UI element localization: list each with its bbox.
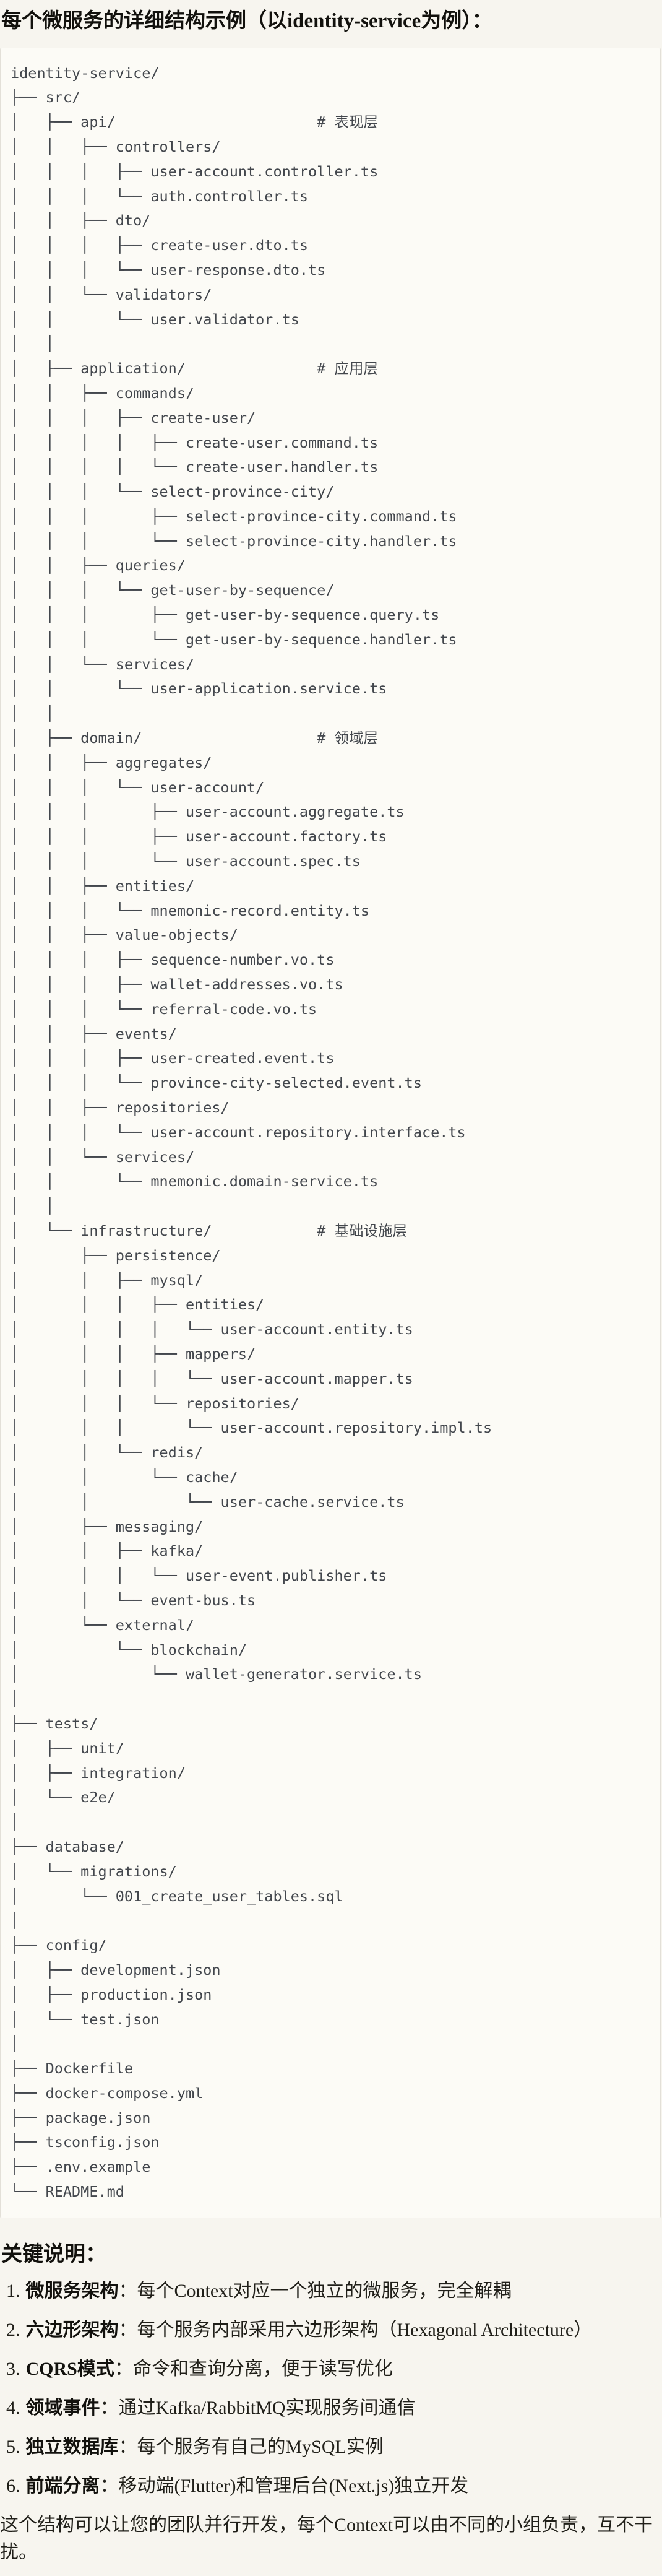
note-description: 每个服务有自己的MySQL实例	[137, 2436, 384, 2457]
note-term: CQRS模式	[25, 2358, 114, 2379]
note-item: 2.六边形架构：每个服务内部采用六边形架构（Hexagonal Architec…	[6, 2317, 662, 2344]
note-number: 2.	[6, 2319, 20, 2340]
note-colon: ：	[114, 2358, 133, 2379]
note-term: 微服务架构	[25, 2280, 119, 2301]
document-page: 每个微服务的详细结构示例（以identity-service为例）： ident…	[0, 7, 662, 2576]
note-description: 移动端(Flutter)和管理后台(Next.js)独立开发	[118, 2475, 469, 2496]
note-colon: ：	[100, 2475, 119, 2496]
note-item: 1.微服务架构：每个Context对应一个独立的微服务，完全解耦	[6, 2278, 662, 2305]
note-description: 通过Kafka/RabbitMQ实现服务间通信	[118, 2397, 416, 2418]
note-term: 独立数据库	[25, 2436, 119, 2457]
closing-paragraph: 这个结构可以让您的团队并行开发，每个Context可以由不同的小组负责，互不干扰…	[0, 2514, 653, 2562]
note-description: 每个服务内部采用六边形架构（Hexagonal Architecture）	[137, 2319, 593, 2340]
note-item: 5.独立数据库：每个服务有自己的MySQL实例	[6, 2434, 662, 2461]
note-item: 4.领域事件：通过Kafka/RabbitMQ实现服务间通信	[6, 2395, 662, 2422]
note-colon: ：	[118, 2436, 137, 2457]
note-colon: ：	[118, 2280, 137, 2301]
note-number: 4.	[6, 2397, 20, 2418]
note-item: 3.CQRS模式：命令和查询分离，便于读写优化	[6, 2356, 662, 2383]
page-title: 每个微服务的详细结构示例（以identity-service为例）：	[1, 10, 492, 32]
note-number: 3.	[6, 2358, 20, 2379]
note-description: 命令和查询分离，便于读写优化	[132, 2358, 393, 2379]
note-number: 5.	[6, 2436, 20, 2457]
note-number: 1.	[6, 2280, 20, 2301]
notes-list: 1.微服务架构：每个Context对应一个独立的微服务，完全解耦 2.六边形架构…	[0, 2278, 662, 2500]
notes-heading: 关键说明：	[1, 2242, 106, 2266]
note-item: 6.前端分离：移动端(Flutter)和管理后台(Next.js)独立开发	[6, 2473, 662, 2500]
note-colon: ：	[100, 2397, 119, 2418]
note-term: 六边形架构	[25, 2319, 119, 2340]
note-colon: ：	[118, 2319, 137, 2340]
note-term: 前端分离	[25, 2475, 100, 2496]
file-tree-text: identity-service/ ├── src/ │ ├── api/ # …	[11, 64, 492, 2201]
file-tree-code-block: identity-service/ ├── src/ │ ├── api/ # …	[0, 47, 661, 2218]
note-term: 领域事件	[25, 2397, 100, 2418]
note-number: 6.	[6, 2475, 20, 2496]
note-description: 每个Context对应一个独立的微服务，完全解耦	[137, 2280, 512, 2301]
